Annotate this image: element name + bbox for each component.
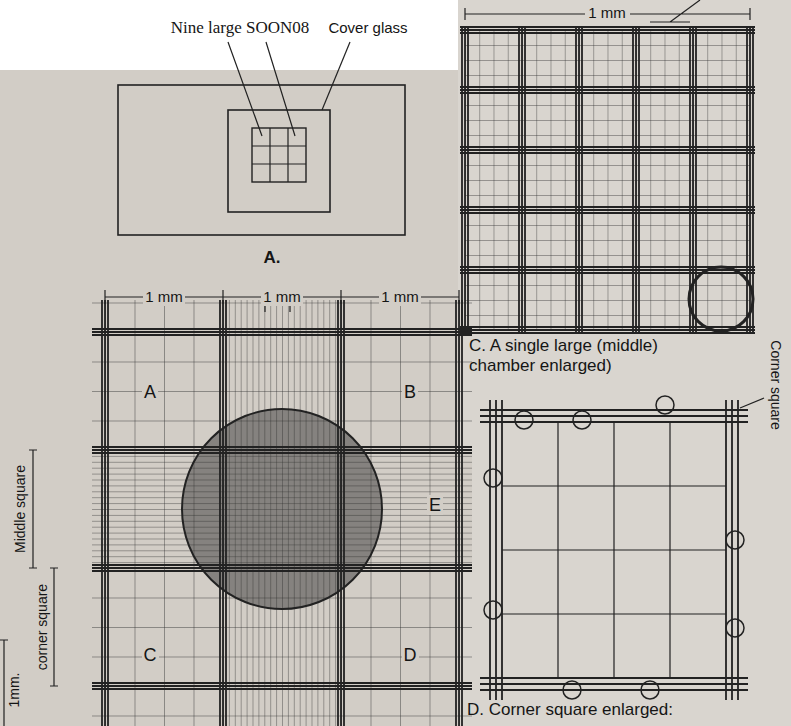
page-ground	[458, 0, 791, 726]
square-letter: D	[402, 645, 419, 666]
side-label: corner square	[34, 582, 50, 672]
panel-label: A.	[262, 248, 283, 268]
part-label: Cover glass	[326, 19, 409, 36]
dimension-label: 1 mm	[261, 288, 303, 305]
square-letter: C	[142, 645, 159, 666]
dimension-label: 1 mm	[586, 4, 628, 21]
square-letter: E	[427, 495, 443, 516]
dimension-label: 1 mm	[143, 288, 185, 305]
side-label: Middle square	[12, 463, 28, 555]
middle-chamber-grid	[460, 0, 755, 334]
side-label: Corner square	[768, 338, 784, 432]
panel-caption: C. A single large (middle) chamber enlar…	[467, 336, 701, 375]
dimension-label: 1mm.	[6, 671, 22, 710]
square-letter: A	[142, 382, 158, 403]
corner-square-grid	[480, 396, 764, 700]
square-letter: B	[402, 382, 418, 403]
counting-grid	[0, 290, 472, 726]
slide-drawing	[118, 42, 405, 235]
dimension-label: 1 mm	[379, 288, 421, 305]
panel-caption: D. Corner square enlarged:	[465, 700, 675, 720]
part-label: Nine large SOON08	[169, 18, 312, 38]
